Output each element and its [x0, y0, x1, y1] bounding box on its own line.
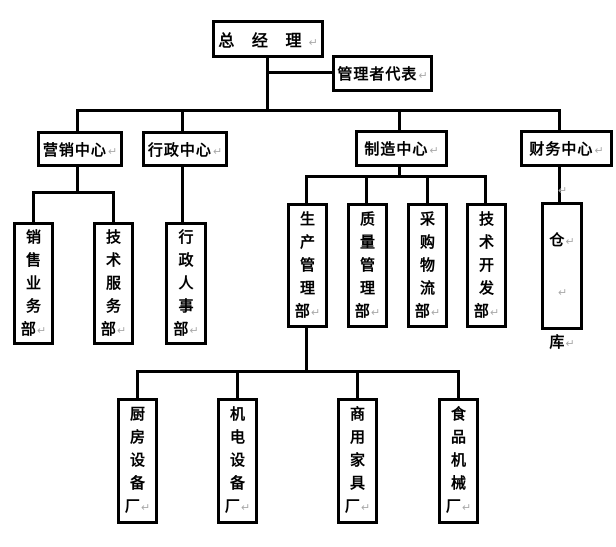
paragraph-mark-icon: ↵	[308, 36, 318, 49]
node-label: 技 术 服 务 部	[100, 227, 121, 338]
connector-marketing-down	[76, 166, 79, 193]
paragraph-mark-icon: ↵	[107, 144, 118, 158]
org-node-production-management-dept: 生 产 管 理 部↵	[287, 203, 328, 328]
node-label: 库	[549, 332, 565, 351]
org-node-sales-business-dept: 销 售 业 务 部↵	[13, 222, 54, 345]
connector-drop-electromech	[236, 370, 239, 398]
connector-production-down	[305, 327, 308, 373]
connector-drop-finance	[558, 109, 561, 131]
org-node-kitchen-equipment-factory: 厨 房 设 备 厂↵	[117, 398, 158, 524]
connector-drop-marketing	[76, 109, 79, 131]
org-node-technology-development-dept: 技 术 开 发 部↵	[466, 203, 507, 328]
paragraph-mark-icon: ↵	[565, 336, 575, 350]
node-label: 技 术 开 发 部	[473, 209, 494, 320]
node-label: 销 售 业 务 部	[20, 227, 41, 338]
paragraph-mark-icon: ↵	[116, 323, 127, 337]
org-node-management-representative: 管理者代表↵	[332, 55, 433, 92]
paragraph-mark-icon: ↵	[140, 501, 151, 514]
connector-manufacturing-bus	[305, 175, 487, 178]
org-node-purchasing-logistics-dept: 采 购 物 流 部↵	[407, 203, 448, 328]
org-node-admin-center: 行政中心↵	[142, 131, 228, 167]
org-node-electromechanical-equipment-factory: 机 电 设 备 厂↵	[217, 398, 258, 524]
node-label: 营销中心	[42, 140, 107, 159]
paragraph-mark-icon: ↵	[565, 234, 575, 248]
paragraph-mark-icon: ↵	[430, 305, 441, 319]
paragraph-mark-icon: ↵	[212, 144, 223, 158]
org-node-warehouse: ↵ 仓↵ ↵ 库↵	[541, 184, 583, 351]
paragraph-mark-icon: ↵	[594, 144, 604, 157]
paragraph-mark-icon: ↵	[429, 144, 439, 157]
connector-drop-quality	[365, 175, 368, 203]
node-label: 仓	[549, 230, 565, 249]
node-label: 财务中心	[529, 140, 594, 158]
connector-drop-kitchen	[136, 370, 139, 398]
node-label: 总 经 理	[218, 31, 308, 50]
connector-drop-production	[305, 175, 308, 203]
node-label: 食 品 机 械 厂	[445, 405, 466, 515]
node-label: 商 用 家 具 厂	[344, 405, 365, 515]
connector-drop-tech-service	[112, 191, 115, 222]
org-node-quality-management-dept: 质 量 管 理 部↵	[347, 203, 388, 328]
node-label: 机 电 设 备 厂	[224, 405, 245, 515]
connector-main-bus	[76, 109, 561, 112]
paragraph-mark-icon: ↵	[36, 323, 47, 337]
org-node-food-machinery-factory: 食 品 机 械 厂↵	[438, 398, 479, 524]
org-node-marketing-center: 营销中心↵	[37, 131, 123, 167]
connector-manufacturing-down	[398, 166, 401, 177]
connector-admin-down	[181, 166, 184, 222]
connector-drop-purchasing	[426, 175, 429, 203]
node-label: 质 量 管 理 部	[354, 209, 375, 320]
paragraph-mark-icon: ↵	[418, 69, 428, 82]
org-node-general-manager: 总 经 理↵	[212, 20, 324, 58]
connector-drop-admin	[181, 109, 184, 131]
paragraph-mark-icon: ↵	[557, 183, 568, 197]
node-label: 管理者代表	[337, 65, 418, 83]
paragraph-mark-icon: ↵	[461, 501, 472, 514]
org-node-manufacturing-center: 制造中心↵	[355, 130, 448, 167]
paragraph-mark-icon: ↵	[370, 305, 381, 319]
node-label: 行 政 人 事 部	[173, 227, 194, 338]
node-label: 生 产 管 理 部	[294, 209, 315, 320]
node-label: 制造中心	[364, 140, 429, 158]
connector-marketing-bus	[32, 191, 115, 194]
connector-drop-furniture	[356, 370, 359, 398]
connector-finance-down	[558, 166, 561, 203]
connector-drop-sales	[32, 191, 35, 222]
org-node-finance-center: 财务中心↵	[520, 130, 613, 167]
paragraph-mark-icon: ↵	[189, 323, 199, 337]
paragraph-mark-icon: ↵	[557, 285, 568, 299]
connector-factories-bus	[136, 370, 458, 373]
connector-root-drop	[266, 57, 269, 112]
paragraph-mark-icon: ↵	[489, 305, 500, 319]
node-label: 采 购 物 流 部	[414, 209, 435, 320]
org-node-commercial-furniture-factory: 商 用 家 具 厂↵	[337, 398, 378, 524]
org-node-technical-service-dept: 技 术 服 务 部↵	[93, 222, 134, 345]
paragraph-mark-icon: ↵	[310, 305, 321, 319]
node-label: 厨 房 设 备 厂	[124, 405, 145, 515]
paragraph-mark-icon: ↵	[360, 501, 371, 514]
connector-drop-manufacturing	[398, 109, 401, 131]
node-label: 行政中心	[147, 140, 212, 159]
connector-drop-food	[457, 370, 460, 398]
connector-drop-tech-dev	[484, 175, 487, 203]
connector-staff-branch	[267, 71, 332, 74]
paragraph-mark-icon: ↵	[240, 501, 251, 514]
org-node-admin-hr-dept: 行 政 人 事 部↵	[165, 222, 207, 345]
